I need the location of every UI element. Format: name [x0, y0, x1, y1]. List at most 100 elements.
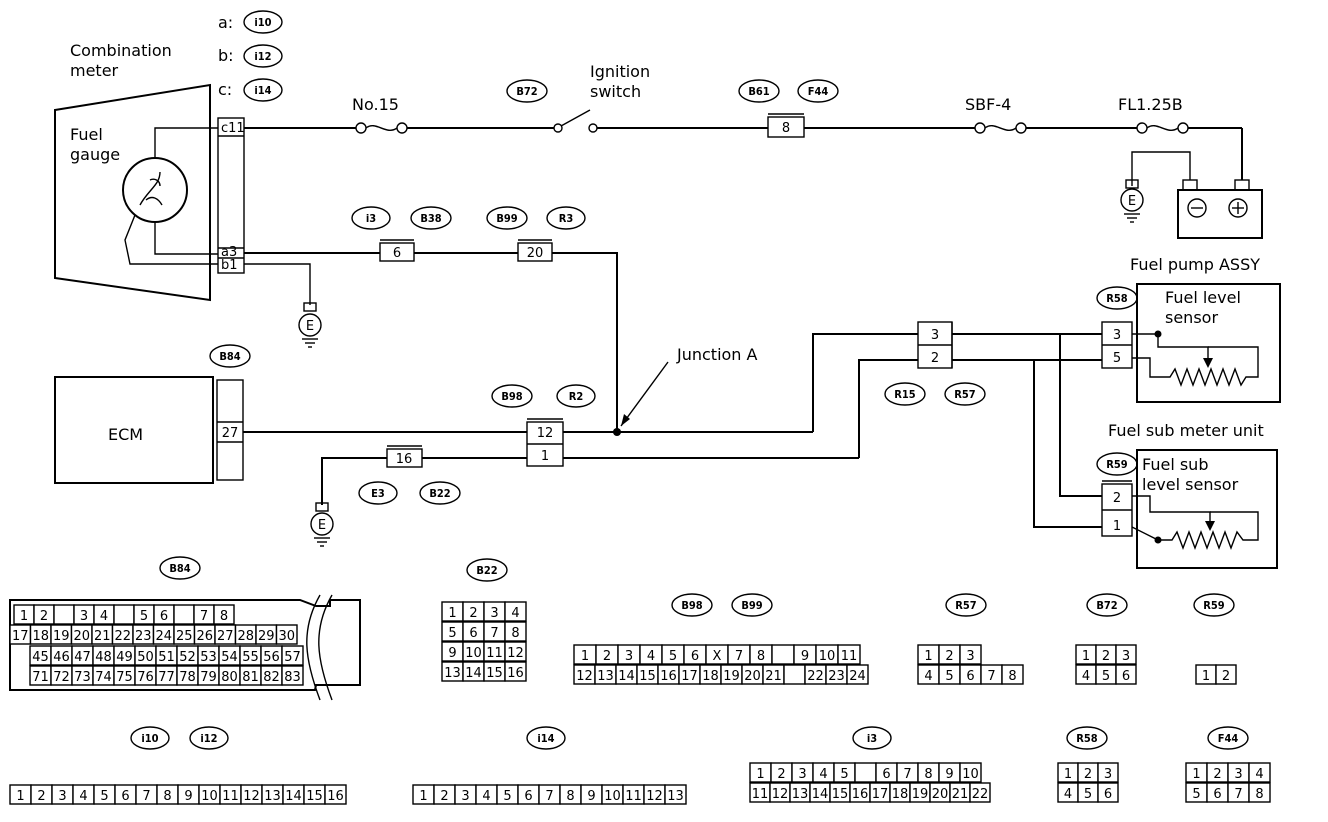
fuel-pump-box: [1136, 283, 1281, 403]
r15-r57-circuit: 3 2 R15 R57: [884, 321, 1102, 528]
b84-pin: 29: [258, 629, 275, 644]
i14-pin: 3: [461, 789, 469, 804]
b22-pin: 3: [490, 606, 498, 621]
f44-cell: [1248, 762, 1271, 783]
i3-cell: [969, 782, 991, 803]
svg-text:E: E: [306, 319, 314, 334]
b98-pin: 8: [757, 649, 765, 664]
r57-cell: [1001, 664, 1024, 685]
r57-pin: 1: [924, 649, 932, 664]
i14-pin: 6: [524, 789, 532, 804]
meter-connector: [217, 117, 245, 274]
b84-pin: 20: [73, 629, 90, 644]
b98-cell: [846, 664, 869, 685]
f44-cell: [1248, 782, 1271, 803]
svg-text:i3: i3: [366, 212, 376, 225]
i3-pin: 4: [819, 767, 827, 782]
b84-pin: 48: [95, 650, 112, 665]
b84-cell: [213, 604, 235, 625]
b22-cell: [504, 661, 527, 682]
r57-pin: 4: [924, 669, 932, 684]
ground-icon-battery: E: [1120, 179, 1144, 223]
i14-pin: 7: [545, 789, 553, 804]
i10-pin: 5: [100, 789, 108, 804]
r57-pin: 2: [945, 649, 953, 664]
b98-pin: 12: [576, 669, 593, 684]
i3-pin: 12: [772, 787, 789, 802]
tag-f44: [797, 79, 839, 103]
b84-pin: 8: [220, 609, 228, 624]
b98-pin: 7: [735, 649, 743, 664]
b84-pin: 51: [158, 650, 175, 665]
svg-text:F44: F44: [1218, 732, 1239, 745]
i10-pin: 11: [222, 789, 239, 804]
svg-text:i12: i12: [200, 732, 217, 745]
b98-pin: 22: [807, 669, 824, 684]
fuse-sbf4-label: SBF-4: [965, 95, 1011, 114]
svg-text:R57: R57: [954, 388, 976, 401]
b72-pin: 3: [1122, 649, 1130, 664]
tag-i3: [351, 206, 391, 230]
b22-pin: 2: [469, 606, 477, 621]
b22-pin: 16: [507, 666, 524, 681]
svg-text:a:: a:: [218, 13, 233, 32]
r59-pin: 2: [1222, 669, 1230, 684]
i10-pin: 8: [163, 789, 171, 804]
b98-pin: 13: [597, 669, 614, 684]
fuel-sub-level-resistor-icon: [1131, 511, 1259, 550]
r57-pin: 8: [1008, 669, 1016, 684]
b98-pin: 14: [618, 669, 635, 684]
f44-pin: 3: [1234, 767, 1242, 782]
b84-pin: 1: [20, 609, 28, 624]
meter-pin-b1: b1: [221, 258, 238, 273]
tag-b98: [491, 384, 533, 408]
svg-text:i14: i14: [254, 84, 271, 97]
r58-pin: 6: [1104, 787, 1112, 802]
svg-text:i10: i10: [254, 16, 271, 29]
b84-pin: 3: [80, 609, 88, 624]
f44-pin: 6: [1213, 787, 1221, 802]
tag-e3: [358, 481, 398, 505]
b84-cell: [281, 645, 304, 666]
tag-b72: [506, 79, 548, 103]
b84-pin: 75: [116, 670, 133, 685]
b98-pin: 19: [723, 669, 740, 684]
tag-r57: [944, 382, 986, 406]
i10-pin: 6: [121, 789, 129, 804]
b98-pin: X: [713, 649, 722, 664]
fuel-gauge-dial: [122, 157, 188, 223]
i3-pin: 17: [872, 787, 889, 802]
b84-pin: 27: [217, 629, 234, 644]
r57-pin: 5: [945, 669, 953, 684]
i3-pin: 6: [882, 767, 890, 782]
svg-text:R58: R58: [1106, 292, 1128, 305]
gauge-wire-top: [154, 127, 218, 158]
b98-pin: 17: [681, 669, 698, 684]
i3-pin: 1: [756, 767, 764, 782]
i14-cell: [664, 784, 687, 805]
b98-pin: 1: [581, 649, 589, 664]
b72-pin: 6: [1122, 669, 1130, 684]
r59-cell: [1215, 664, 1237, 685]
b22-pin: 12: [507, 646, 524, 661]
b98-pin: 10: [819, 649, 836, 664]
b22-pin: 11: [486, 646, 503, 661]
fuel-level-resistor-icon: [1132, 346, 1259, 387]
svg-text:3: 3: [1113, 328, 1121, 343]
b98-pin: 15: [639, 669, 656, 684]
b72-pin: 4: [1082, 669, 1090, 684]
i10-pin: 12: [243, 789, 260, 804]
b84-pin: 77: [158, 670, 175, 685]
b84-pin: 21: [94, 629, 111, 644]
gauge-signal-circuit: 6 i3 B38 20 B99 R3 E: [244, 206, 618, 432]
svg-text:B22: B22: [476, 564, 497, 577]
i3-pin: 21: [952, 787, 969, 802]
svg-text:2: 2: [931, 351, 939, 366]
